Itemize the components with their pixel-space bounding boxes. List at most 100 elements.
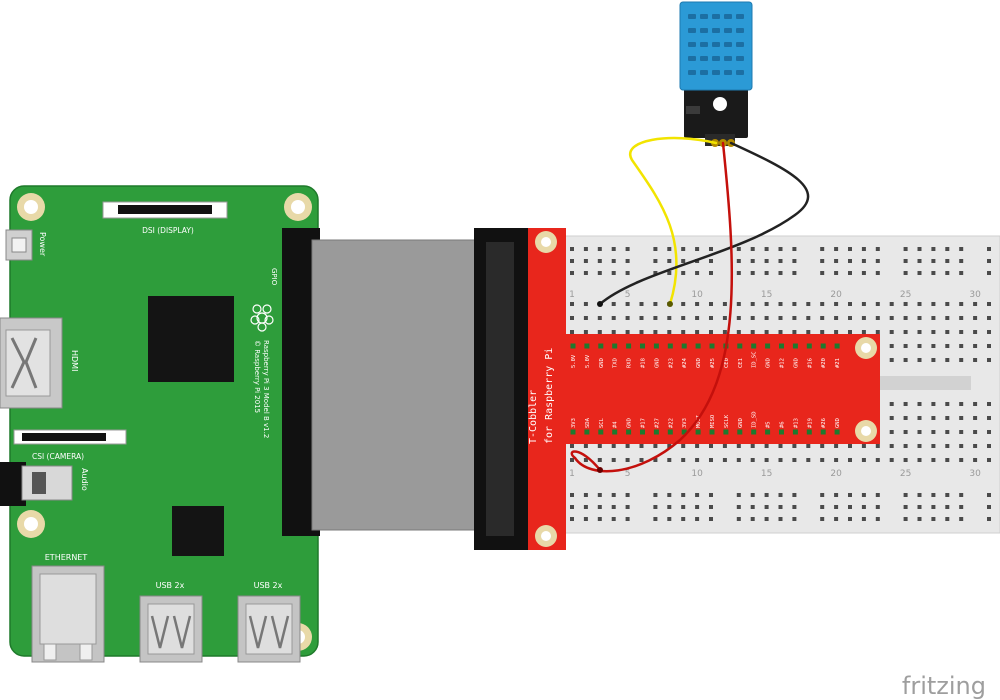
breadboard-rail-hole [861, 247, 866, 251]
breadboard-hole [667, 330, 672, 334]
breadboard-rail-hole [681, 259, 686, 263]
breadboard-hole [709, 316, 713, 320]
breadboard-hole [917, 344, 922, 348]
breadboard-hole [750, 316, 755, 320]
breadboard-rail-hole [750, 271, 755, 275]
ethernet-led [43, 643, 57, 661]
soc-chip [148, 296, 234, 382]
breadboard-hole [583, 330, 588, 334]
breadboard-hole [917, 444, 922, 448]
breadboard-rail-hole [987, 247, 991, 251]
breadboard-hole [611, 458, 616, 462]
breadboard-rail-hole [570, 505, 574, 509]
breadboard-column-number: 10 [691, 290, 703, 300]
usb-shape [150, 615, 170, 649]
breadboard-hole [931, 358, 936, 362]
breadboard-hole [889, 430, 894, 434]
breadboard-rail-hole [736, 247, 741, 251]
breadboard-rail-hole [931, 259, 936, 263]
cobbler-bottom-pin-label: SDA [585, 417, 591, 428]
cobbler-bottom-pin-label: GND [738, 418, 744, 428]
breadboard-hole [681, 316, 686, 320]
sensor-vent [688, 42, 696, 47]
cobbler-top-pin-label: #12 [780, 358, 786, 368]
breadboard-rail-hole [570, 259, 574, 263]
breadboard-hole [750, 444, 755, 448]
breadboard-rail-hole [653, 493, 658, 497]
mount-hole-center [291, 200, 305, 214]
breadboard-hole [903, 302, 908, 306]
breadboard-rail-hole [750, 517, 755, 521]
breadboard-hole [653, 444, 658, 448]
cobbler-pin [779, 429, 784, 435]
breadboard-hole [709, 330, 713, 334]
breadboard-hole [903, 316, 908, 320]
dsi-slot [118, 205, 212, 214]
breadboard-rail-hole [695, 493, 700, 497]
cobbler-pin [709, 429, 715, 435]
breadboard-hole [764, 330, 769, 334]
wire-black [598, 141, 810, 306]
breadboard-rail-hole [653, 505, 658, 509]
breadboard-hole [667, 444, 672, 448]
breadboard-hole [931, 402, 936, 406]
breadboard-hole [959, 402, 964, 406]
breadboard-hole [750, 330, 755, 334]
audio-jack-socket [32, 472, 46, 494]
breadboard-hole [945, 458, 950, 462]
breadboard-hole [973, 430, 978, 434]
breadboard-hole [653, 330, 658, 334]
dht11-sensor-module [679, 1, 753, 147]
breadboard-hole [639, 444, 644, 448]
breadboard-hole [903, 402, 908, 406]
breadboard-rail-hole [625, 271, 630, 275]
breadboard-rail-hole [959, 517, 964, 521]
cobbler-bottom-pin-label: #17 [641, 418, 647, 428]
breadboard-hole [806, 444, 811, 448]
hdmi-shape [24, 337, 38, 389]
ethernet-label: ETHERNET [45, 553, 88, 562]
cobbler-pin [570, 343, 576, 349]
sensor-vent-grid [688, 14, 744, 75]
breadboard-hole [820, 444, 825, 448]
breadboard-rail-hole [903, 505, 908, 509]
breadboard-rail-hole [597, 247, 602, 251]
breadboard-rail-hole [945, 271, 950, 275]
breadboard-rail-hole [861, 493, 866, 497]
breadboard-rail-hole [931, 493, 936, 497]
breadboard-rail-hole [903, 259, 908, 263]
breadboard-hole [917, 302, 922, 306]
sensor-vent [712, 70, 720, 75]
cobbler-pin [612, 429, 618, 435]
power-label: Power [38, 232, 47, 257]
breadboard-column-number: 10 [691, 469, 703, 479]
breadboard-rail-hole [931, 517, 936, 521]
breadboard-hole [709, 444, 713, 448]
usb-label-1: USB 2x [156, 581, 185, 590]
cobbler-top-pin-label: 5.0V [585, 354, 591, 368]
breadboard-rail-hole [820, 517, 825, 521]
breadboard-hole [750, 302, 755, 306]
breadboard-hole [959, 302, 964, 306]
breadboard-hole [695, 444, 700, 448]
breadboard-rail-hole [681, 271, 686, 275]
breadboard-rail-hole [695, 247, 700, 251]
breadboard-hole [973, 416, 978, 420]
breadboard-hole [778, 330, 783, 334]
breadboard-rail-hole [931, 247, 936, 251]
breadboard-hole [987, 344, 991, 348]
breadboard-hole [792, 316, 797, 320]
breadboard-hole [903, 416, 908, 420]
cobbler-pin [626, 429, 632, 435]
breadboard-column-number: 25 [900, 290, 911, 300]
ribbon-cable [311, 228, 528, 550]
breadboard-rail-hole [583, 259, 588, 263]
breadboard-rail-hole [945, 505, 950, 509]
breadboard-rail-hole [597, 517, 602, 521]
cobbler-pin [792, 343, 798, 349]
breadboard-hole [736, 444, 741, 448]
breadboard-rail-hole [931, 271, 936, 275]
breadboard-hole [764, 316, 769, 320]
breadboard-rail-hole [709, 493, 713, 497]
